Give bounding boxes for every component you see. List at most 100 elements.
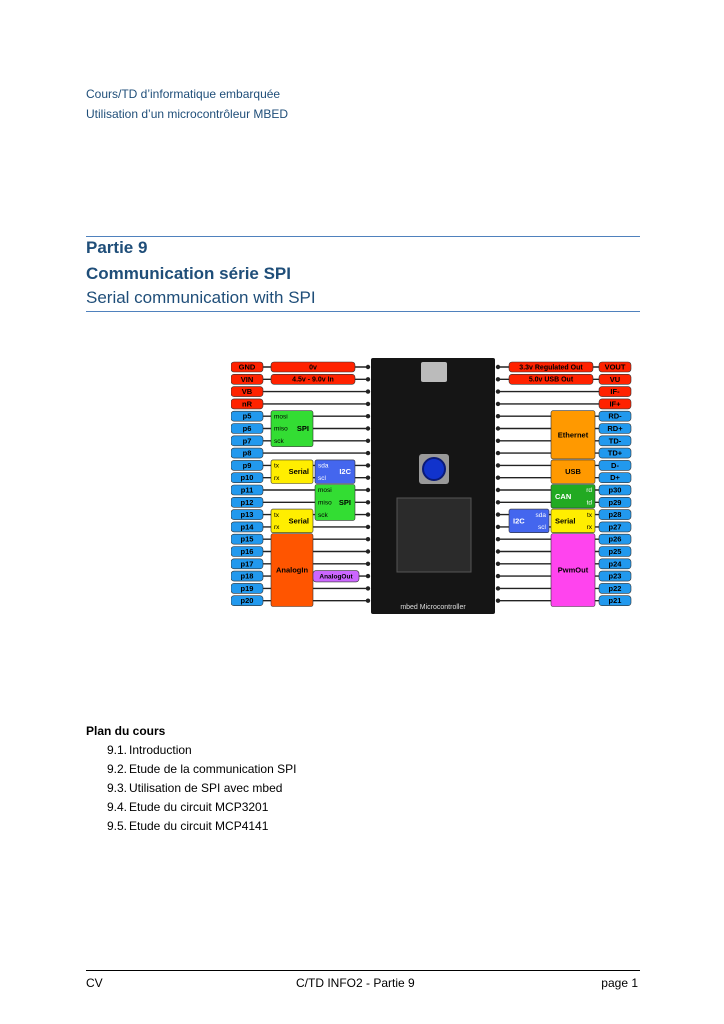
right-pin-box (598, 386, 632, 397)
right-group-signal: tx (587, 512, 593, 519)
left-group-signal: sck (318, 512, 329, 519)
left-pin-end (365, 426, 371, 431)
right-group-signal: rd (586, 487, 592, 494)
left-group-signal: tx (274, 463, 280, 470)
plan-item: 9.3.Utilisation de SPI avec mbed (107, 779, 296, 798)
right-group-can (550, 484, 596, 509)
plan-item: 9.4.Etude du circuit MCP3201 (107, 798, 296, 817)
right-pin-box (598, 484, 632, 496)
left-group-label: SPI (339, 498, 351, 507)
left-pin-label: VB (242, 387, 253, 396)
left-pin-label: p18 (241, 572, 254, 581)
right-group-serial (550, 508, 596, 534)
left-pin-end (365, 524, 371, 530)
footer-author: CV (86, 976, 103, 990)
left-group-signal: tx (274, 512, 280, 519)
left-pin-box (231, 533, 264, 545)
right-pin-end (495, 561, 501, 566)
right-pin-end (495, 401, 501, 407)
right-pin-box (598, 570, 632, 582)
left-power-band (270, 373, 356, 385)
right-pin-end (495, 549, 501, 554)
plan-item: 9.5.Etude du circuit MCP4141 (107, 817, 296, 836)
left-group-label: AnalogIn (276, 566, 308, 575)
left-pin-end (365, 463, 371, 468)
left-power-label: 0v (309, 364, 317, 371)
left-pin-box (231, 447, 264, 459)
right-pin-end (495, 475, 501, 480)
left-pin-end (365, 561, 371, 566)
left-pin-label: p19 (241, 584, 254, 593)
left-group-signal: miso (318, 500, 332, 507)
left-pin-end (365, 512, 371, 517)
left-pin-end (365, 364, 371, 370)
left-pin-end (365, 389, 371, 394)
plan-item-number: 9.2. (107, 762, 128, 776)
left-pin-box (231, 435, 264, 447)
right-pin-label: TD- (609, 436, 622, 445)
right-pin-label: IF- (610, 387, 620, 396)
right-pin-box (598, 398, 632, 410)
header-line-1: Cours/TD d’informatique embarquée (86, 87, 281, 101)
right-pin-label: p24 (609, 559, 623, 568)
right-pin-end (495, 377, 501, 382)
plan-item-text: Utilisation de SPI avec mbed (129, 781, 283, 795)
left-pin-box (231, 595, 264, 606)
left-group-serial (270, 459, 314, 484)
right-group-label: CAN (555, 492, 571, 501)
right-pin-box (598, 509, 632, 520)
mbed-board (371, 358, 495, 614)
right-group-pwmout (550, 533, 596, 607)
right-pin-label: D- (611, 461, 619, 470)
right-pin-label: RD- (608, 412, 622, 421)
plan-title: Plan du cours (86, 724, 166, 738)
board-label: mbed Microcontroller (400, 604, 466, 611)
left-pin-label: p15 (241, 535, 254, 544)
left-group-serial (270, 508, 314, 534)
left-group-label: Serial (289, 467, 309, 476)
plan-item-text: Etude du circuit MCP3201 (129, 800, 269, 814)
left-pin-label: p6 (243, 424, 252, 433)
right-pin-box (598, 472, 632, 483)
right-group-signal: sda (536, 512, 547, 519)
right-pin-label: p25 (609, 547, 622, 556)
left-pin-end (365, 598, 371, 603)
left-pin-box (231, 423, 264, 434)
footer-rule (86, 970, 640, 971)
left-pin-box (231, 558, 264, 570)
left-group-signal: scl (318, 475, 327, 482)
right-power-label: 5.0v USB Out (529, 377, 574, 384)
right-pin-end (495, 500, 501, 505)
right-pin-box (598, 460, 632, 471)
right-group-label: Ethernet (558, 430, 589, 439)
document-header: Cours/TD d’informatique embarquée Utilis… (86, 84, 288, 124)
left-group-label: SPI (297, 424, 309, 433)
right-pin-end (495, 586, 501, 591)
left-group-signal: rx (274, 524, 280, 531)
left-pin-label: p5 (243, 412, 252, 421)
right-pin-box (598, 546, 632, 557)
left-pin-label: p13 (241, 510, 254, 519)
left-pin-end (365, 500, 371, 505)
footer-course: C/TD INFO2 - Partie 9 (296, 976, 415, 990)
left-pin-end (365, 377, 371, 382)
right-pin-label: p21 (609, 596, 622, 605)
left-pin-box (231, 410, 264, 422)
title-bottom-rule (86, 311, 640, 312)
right-pin-box (598, 521, 632, 533)
right-group-signal: td (587, 500, 593, 507)
plan-item: 9.2.Etude de la communication SPI (107, 760, 296, 779)
left-group-analogin (270, 533, 314, 607)
left-pin-box (231, 509, 264, 520)
right-pin-end (495, 364, 501, 370)
left-pin-end (365, 438, 371, 443)
right-group-ethernet (550, 410, 596, 460)
plan-item-text: Etude de la communication SPI (129, 762, 297, 776)
right-pin-box (598, 533, 632, 545)
right-pin-box (598, 447, 632, 459)
right-group-label: Serial (555, 516, 575, 525)
header-line-2: Utilisation d’un microcontrôleur MBED (86, 107, 289, 121)
part-title: Partie 9 (86, 238, 148, 257)
right-group-label: I2C (513, 516, 525, 525)
right-pin-end (495, 537, 501, 542)
